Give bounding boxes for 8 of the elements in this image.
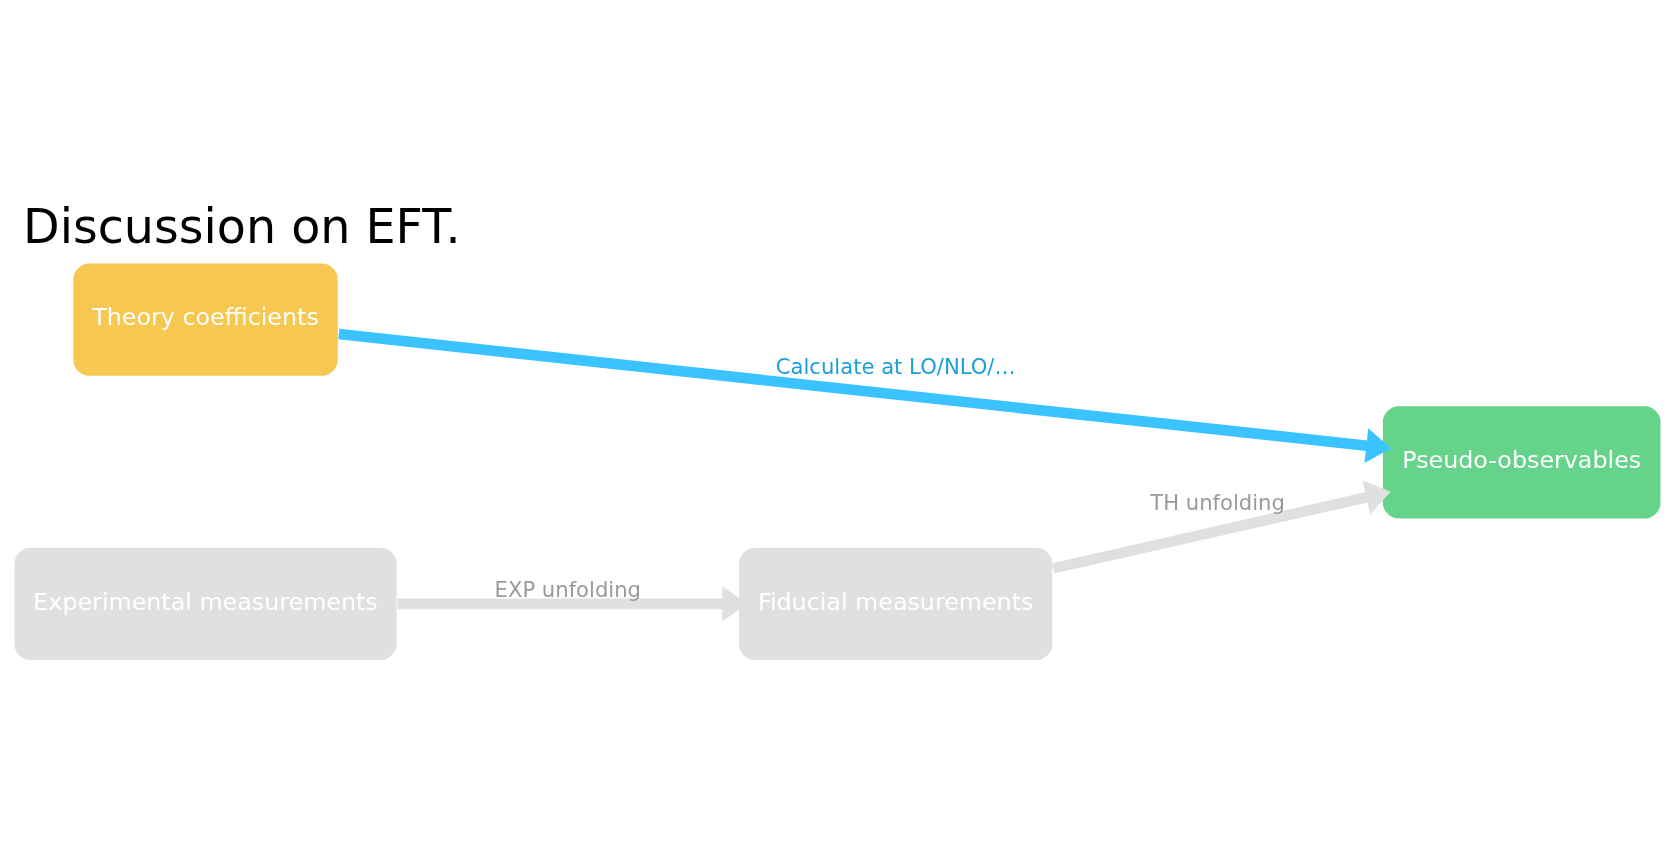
arrow — [1051, 479, 1391, 574]
edge-label: EXP unfolding — [494, 576, 642, 602]
edge-label: Calculate at LO/NLO/… — [775, 353, 1016, 379]
arrow — [338, 328, 1392, 463]
diagram-title: Discussion on EFT. — [23, 198, 461, 254]
node-box: Pseudo-observables — [1381, 404, 1662, 520]
node-box: Theory coefficients — [72, 261, 340, 377]
edge-label: TH unfolding — [1150, 489, 1285, 515]
